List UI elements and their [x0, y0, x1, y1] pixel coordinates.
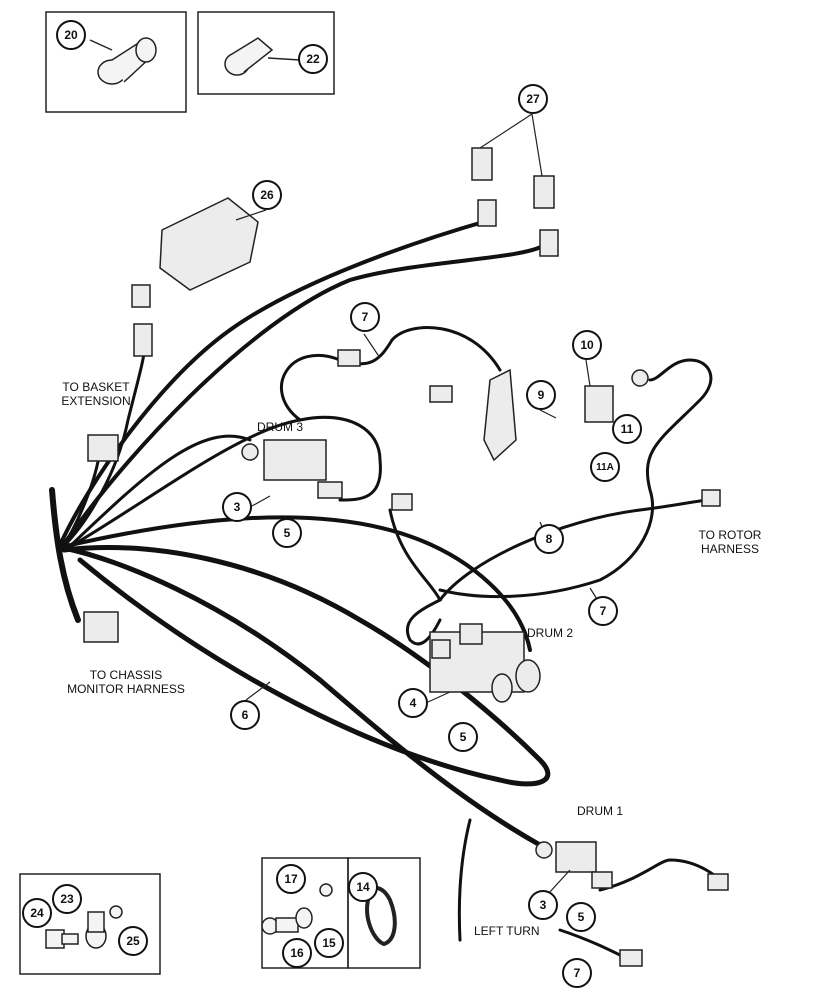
callout-10: 10	[572, 330, 602, 360]
label-drum-3: DRUM 3	[256, 420, 303, 434]
callout-7-top: 7	[350, 302, 380, 332]
label-to-basket-extension: TO BASKET EXTENSION	[61, 380, 131, 408]
callout-7-bottom: 7	[562, 958, 592, 988]
callout-14: 14	[348, 872, 378, 902]
inset-box-14	[347, 857, 421, 969]
inset-box-20	[45, 11, 187, 113]
label-to-chassis-monitor-harness: TO CHASSIS MONITOR HARNESS	[67, 668, 185, 696]
callout-26: 26	[252, 180, 282, 210]
callout-7-mid: 7	[588, 596, 618, 626]
callout-5-drum3: 5	[272, 518, 302, 548]
callout-9: 9	[526, 380, 556, 410]
callout-17: 17	[276, 864, 306, 894]
callout-22: 22	[298, 44, 328, 74]
callout-4: 4	[398, 688, 428, 718]
callout-24: 24	[22, 898, 52, 928]
callout-6: 6	[230, 700, 260, 730]
callout-27: 27	[518, 84, 548, 114]
callout-11a: 11A	[590, 452, 620, 482]
harness-wires	[49, 218, 722, 962]
callout-15: 15	[314, 928, 344, 958]
label-drum-2: DRUM 2	[526, 626, 573, 640]
callout-16: 16	[282, 938, 312, 968]
label-to-rotor-harness: TO ROTOR HARNESS	[698, 528, 762, 556]
callout-11: 11	[612, 414, 642, 444]
components	[83, 147, 729, 967]
inset-box-22	[197, 11, 335, 95]
callout-5-drum1: 5	[566, 902, 596, 932]
callout-3-drum3: 3	[222, 492, 252, 522]
leader-lines	[235, 113, 601, 895]
inset-parts-17-16-15	[261, 883, 333, 935]
label-left-turn: LEFT TURN	[474, 924, 540, 938]
callout-5-drum2: 5	[448, 722, 478, 752]
callout-20: 20	[56, 20, 86, 50]
callout-25: 25	[118, 926, 148, 956]
label-drum-1: DRUM 1	[576, 804, 623, 818]
callout-8: 8	[534, 524, 564, 554]
inset-box-23-24-25	[19, 873, 161, 975]
callout-3-drum1: 3	[528, 890, 558, 920]
callout-23: 23	[52, 884, 82, 914]
